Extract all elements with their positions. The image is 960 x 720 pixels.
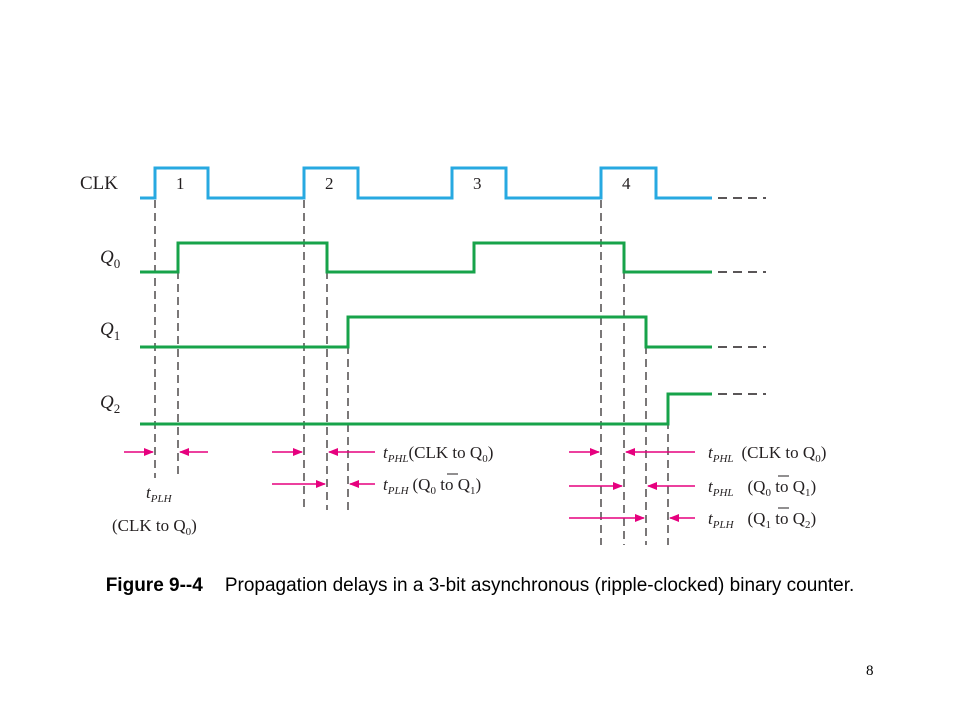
tplh-left-desc: (CLK to Q0) bbox=[112, 516, 197, 538]
pulse-number-4: 4 bbox=[622, 174, 631, 193]
continuation-dashes bbox=[718, 197, 766, 395]
pulse4-tphl-clk-q0: tPHL(CLK to Q0) bbox=[708, 443, 826, 465]
pulse-number-1: 1 bbox=[176, 174, 185, 193]
pulse4-tphl-q0-q1: tPHL(Q0 to Q1) bbox=[708, 477, 816, 499]
clk-waveform bbox=[140, 166, 712, 200]
guide-lines bbox=[154, 200, 669, 545]
q1-label: Q1 bbox=[100, 319, 120, 343]
pulse2-tplh-q0-q1: tPLH(Q0 to Q1) bbox=[383, 475, 481, 497]
timing-diagram: CLK Q0 Q1 Q2 1 2 3 4 bbox=[80, 166, 826, 545]
pulse4-tplh-q1-q2: tPLH(Q1 to Q2) bbox=[708, 509, 816, 531]
pulse-number-3: 3 bbox=[473, 174, 482, 193]
q2-waveform bbox=[140, 392, 712, 426]
pulse-number-2: 2 bbox=[325, 174, 334, 193]
figure-caption: Figure 9--4 Propagation delays in a 3-bit… bbox=[40, 573, 920, 599]
q2-label: Q2 bbox=[100, 392, 120, 416]
caption-text: Propagation delays in a 3-bit asynchrono… bbox=[224, 575, 855, 596]
q1-waveform bbox=[140, 315, 712, 349]
delay-arrows bbox=[124, 448, 695, 522]
clk-label: CLK bbox=[80, 173, 118, 194]
tplh-left-label: tPLH bbox=[146, 483, 173, 505]
figure-number: Figure 9--4 bbox=[105, 575, 203, 596]
page-number: 8 bbox=[866, 663, 874, 679]
pulse2-tphl-clk-q0: tPHL(CLK to Q0) bbox=[383, 443, 493, 465]
q0-waveform bbox=[140, 241, 712, 274]
q0-label: Q0 bbox=[100, 247, 120, 271]
